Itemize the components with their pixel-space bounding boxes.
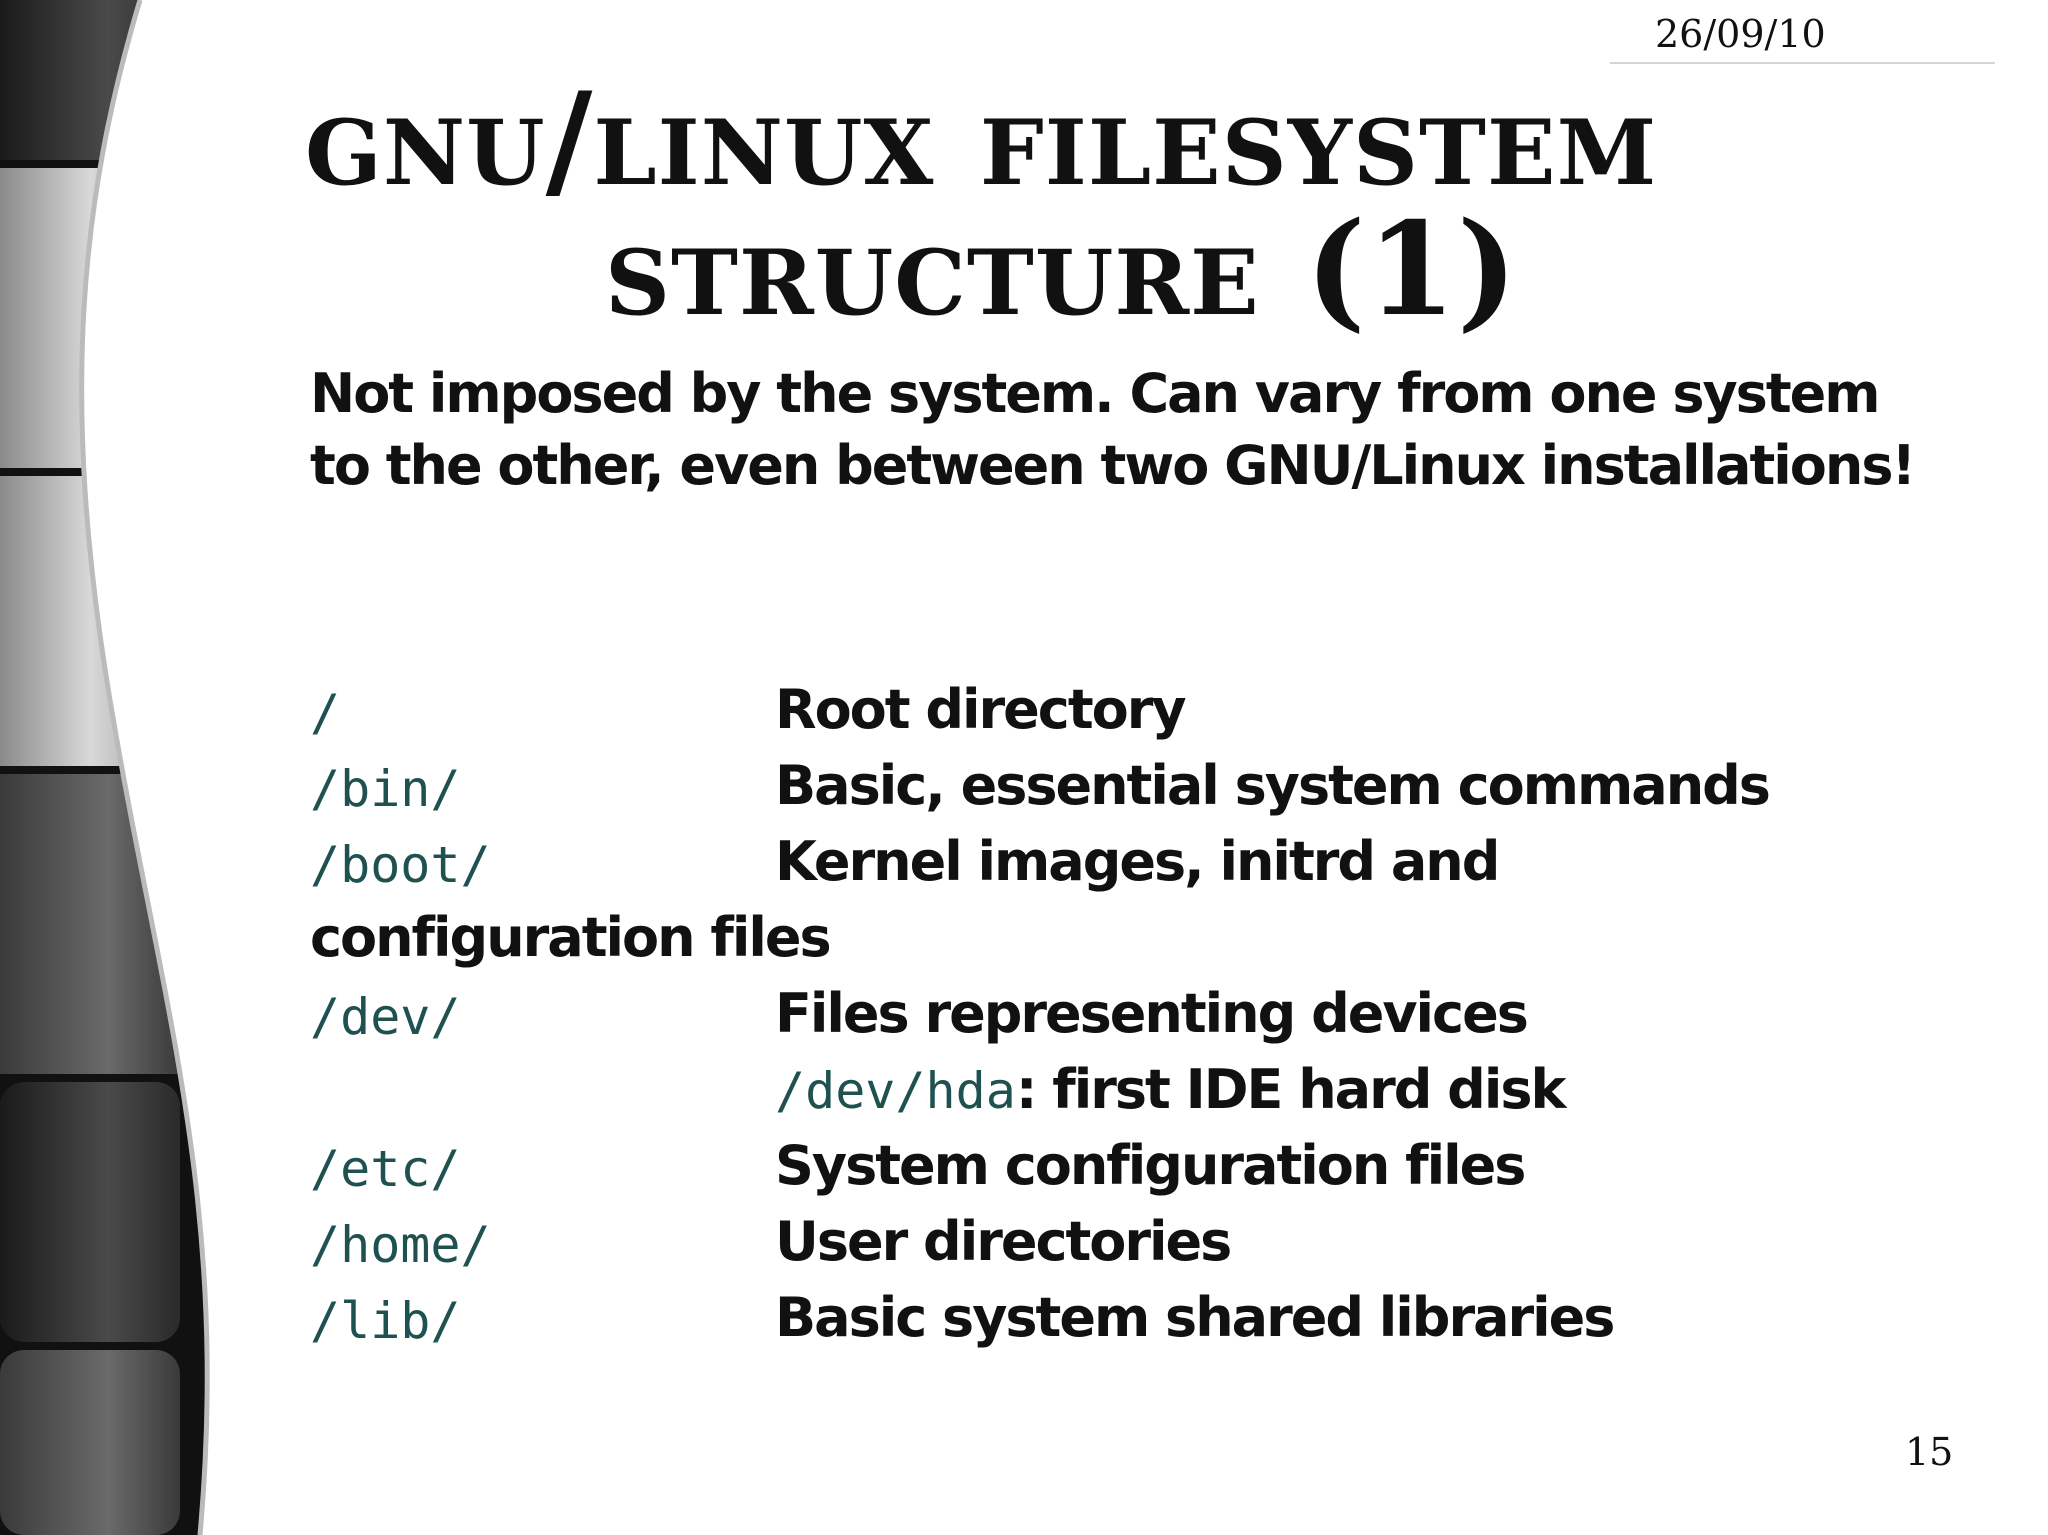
- directory-path: /lib/: [310, 1292, 461, 1350]
- decorative-sidebar-graphic: [0, 0, 320, 1535]
- list-item: /bin/ Basic, essential system commands: [310, 754, 2010, 830]
- directory-description: System configuration files: [775, 1134, 1526, 1197]
- directory-path: /boot/: [310, 836, 491, 894]
- directory-description-continued: configuration files: [310, 906, 832, 969]
- list-item: /home/ User directories: [310, 1210, 2010, 1286]
- list-item-subnote: /dev/hda: first IDE hard disk: [310, 1058, 2010, 1134]
- slide-title: GNU/Linux filesystem structure (1): [305, 75, 1905, 335]
- list-item-continuation: configuration files: [310, 906, 2010, 982]
- directory-path: /home/: [310, 1216, 491, 1274]
- directory-description: Files representing devices: [775, 982, 1529, 1045]
- list-item: / Root directory: [310, 678, 2010, 754]
- directory-description: Basic system shared libraries: [775, 1286, 1615, 1349]
- title-line-2: structure (1): [605, 195, 1519, 345]
- directory-path: /dev/: [310, 988, 461, 1046]
- directory-description: User directories: [775, 1210, 1232, 1273]
- directory-description: Kernel images, initrd and: [775, 830, 1500, 893]
- directory-path: /: [310, 684, 341, 742]
- directory-list: / Root directory /bin/ Basic, essential …: [310, 678, 2010, 1362]
- list-item: /boot/ Kernel images, initrd and: [310, 830, 2010, 906]
- directory-description: Root directory: [775, 678, 1187, 741]
- title-line-1: GNU/Linux filesystem: [305, 65, 1658, 215]
- intro-paragraph: Not imposed by the system. Can vary from…: [310, 362, 1916, 497]
- slide-date: 26/09/10: [1655, 12, 1826, 56]
- list-item: /dev/ Files representing devices: [310, 982, 2010, 1058]
- device-description: : first IDE hard disk: [1015, 1058, 1567, 1121]
- directory-path: /bin/: [310, 760, 461, 818]
- directory-path: /etc/: [310, 1140, 461, 1198]
- directory-description: Basic, essential system commands: [775, 754, 1771, 817]
- device-example: /dev/hda: first IDE hard disk: [775, 1058, 1567, 1121]
- page-number: 15: [1905, 1430, 1954, 1474]
- list-item: /etc/ System configuration files: [310, 1134, 2010, 1210]
- list-item: /lib/ Basic system shared libraries: [310, 1286, 2010, 1362]
- header-divider: [1610, 62, 1995, 64]
- device-path: /dev/hda: [775, 1062, 1016, 1120]
